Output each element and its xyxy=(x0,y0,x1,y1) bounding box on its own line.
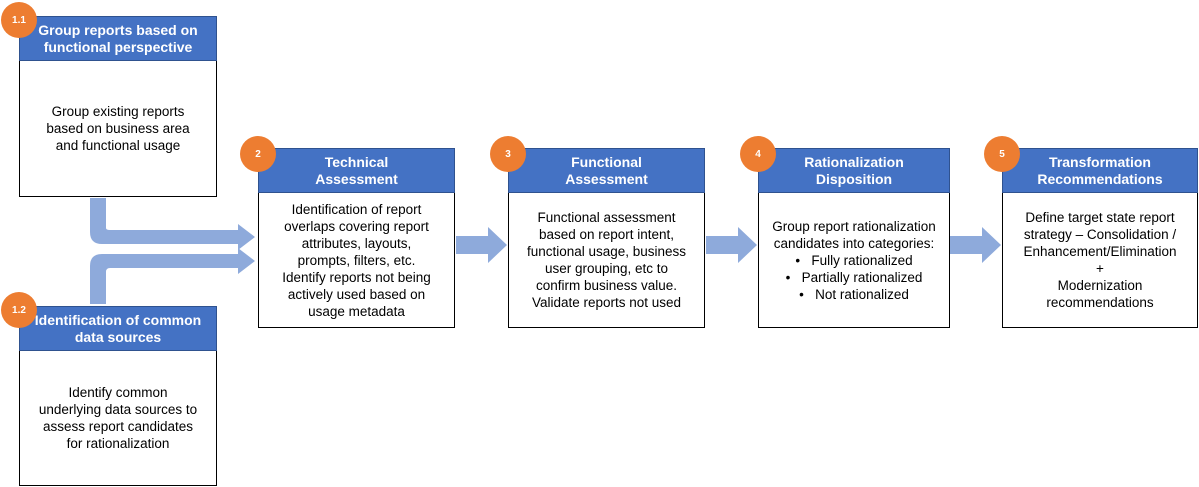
step-5-badge: 5 xyxy=(984,136,1020,172)
step-1-1-badge: 1.1 xyxy=(1,2,37,38)
step-4-header: Rationalization Disposition xyxy=(758,148,950,193)
arrow-2-to-3 xyxy=(456,227,507,263)
step-3-badge: 3 xyxy=(490,136,526,172)
step-2-title: Technical Assessment xyxy=(315,153,398,187)
step-1-1-line: based on business area xyxy=(46,121,190,136)
step-5-card: Transformation Recommendations Define ta… xyxy=(1002,148,1198,328)
step-2-body: Identification of report overlaps coveri… xyxy=(258,193,455,328)
step-2-line: attributes, layouts, xyxy=(301,235,412,251)
step-1-2-line: for rationalization xyxy=(66,436,170,451)
step-4-line: candidates into categories: xyxy=(773,235,935,251)
step-5-line: Modernization xyxy=(1057,278,1143,293)
step-5-body: Define target state report strategy – Co… xyxy=(1002,193,1198,328)
step-4-line: Group report rationalization xyxy=(772,218,936,234)
step-3-header: Functional Assessment xyxy=(508,148,705,193)
step-2-line: overlaps covering report xyxy=(284,218,429,234)
step-1-2-line: underlying data sources to xyxy=(38,402,198,417)
step-5-header: Transformation Recommendations xyxy=(1002,148,1198,193)
step-1-2-header: Identification of common data sources xyxy=(19,306,217,351)
step-5-line: + xyxy=(1096,261,1104,276)
step-5-line: strategy – Consolidation / xyxy=(1023,227,1177,242)
step-4-bullet-list: Fully rationalized Partially rationalize… xyxy=(786,252,923,303)
step-2-line: Identify reports not being xyxy=(282,269,431,285)
step-1-1-body: Group existing reports based on business… xyxy=(19,61,217,197)
step-2-card: Technical Assessment Identification of r… xyxy=(258,148,455,328)
step-1-2-line: assess report candidates xyxy=(42,419,194,434)
step-4-card: Rationalization Disposition Group report… xyxy=(758,148,950,328)
step-4-bullet: Fully rationalized xyxy=(786,252,923,269)
step-4-body: Group report rationalization candidates … xyxy=(758,193,950,328)
step-5-line: recommendations xyxy=(1046,295,1154,310)
step-2-line: Identification of report xyxy=(291,201,422,217)
step-3-card: Functional Assessment Functional assessm… xyxy=(508,148,705,328)
step-3-line: confirm business value. xyxy=(535,278,678,293)
arrow-3-to-4 xyxy=(706,227,757,263)
step-2-line: prompts, filters, etc. xyxy=(297,252,416,268)
step-3-title: Functional Assessment xyxy=(565,153,648,187)
step-5-title: Transformation Recommendations xyxy=(1037,153,1163,187)
arrow-1-2-to-2 xyxy=(90,248,255,304)
step-3-line: based on report intent, xyxy=(538,227,675,242)
step-1-1-card: Group reports based on functional perspe… xyxy=(19,16,217,197)
step-4-bullet: Partially rationalized xyxy=(786,269,923,286)
step-1-1-line: and functional usage xyxy=(55,138,181,153)
step-1-1-header: Group reports based on functional perspe… xyxy=(19,16,217,61)
step-3-line: functional usage, business xyxy=(526,244,687,259)
step-1-1-line: Group existing reports xyxy=(51,104,185,119)
step-1-2-card: Identification of common data sources Id… xyxy=(19,306,217,486)
step-5-line: Enhancement/Elimination xyxy=(1023,244,1177,259)
step-3-line: Functional assessment xyxy=(537,210,676,225)
step-2-badge: 2 xyxy=(240,136,276,172)
arrow-4-to-5 xyxy=(950,227,1001,263)
step-3-line: user grouping, etc to xyxy=(544,261,669,276)
step-2-line: usage metadata xyxy=(308,303,405,319)
step-2-line: actively used based on xyxy=(287,286,426,302)
arrow-1-1-to-2 xyxy=(90,198,255,250)
step-2-header: Technical Assessment xyxy=(258,148,455,193)
step-1-2-badge: 1.2 xyxy=(1,292,37,328)
step-3-body: Functional assessment based on report in… xyxy=(508,193,705,328)
step-4-badge: 4 xyxy=(740,136,776,172)
step-1-2-body: Identify common underlying data sources … xyxy=(19,351,217,486)
step-3-line: Validate reports not used xyxy=(531,295,682,310)
step-1-1-title: Group reports based on functional perspe… xyxy=(38,21,198,55)
step-5-line: Define target state report xyxy=(1025,210,1175,225)
step-1-2-title: Identification of common data sources xyxy=(34,311,202,345)
step-1-2-line: Identify common xyxy=(68,385,168,400)
step-4-bullet: Not rationalized xyxy=(786,286,923,303)
step-4-title: Rationalization Disposition xyxy=(804,153,904,187)
